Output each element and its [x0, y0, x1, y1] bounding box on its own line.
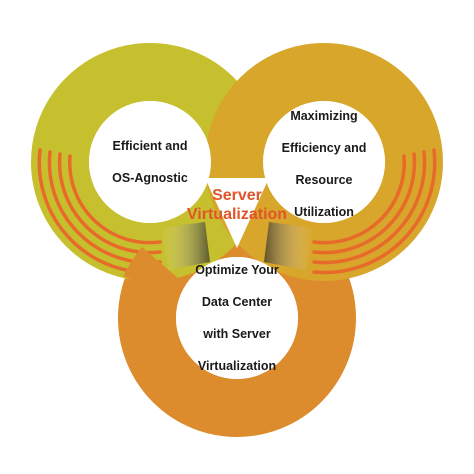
node-left-line2: OS-Agnostic	[112, 171, 188, 185]
node-left-disc	[89, 101, 211, 223]
node-bottom-label: Optimize Your Data Center with Server Vi…	[175, 246, 299, 390]
node-right-line1: Maximizing	[290, 109, 358, 123]
node-left-label: Efficient and OS-Agnostic	[88, 122, 212, 202]
ring-right	[205, 43, 443, 281]
node-right-disc	[263, 101, 385, 223]
ring-bottom-overlap	[123, 247, 187, 301]
center-title-line1: Server	[212, 187, 262, 204]
center-title: Server Virtualization	[187, 186, 287, 224]
node-right-line2: Efficiency and	[281, 141, 367, 155]
node-left-line1: Efficient and	[112, 139, 188, 153]
node-bottom-line1: Optimize Your	[195, 263, 279, 277]
node-bottom-line4: Virtualization	[197, 359, 277, 373]
right-ring-stripes	[312, 148, 437, 275]
center-title-line2: Virtualization	[186, 206, 288, 223]
node-bottom-line2: Data Center	[201, 295, 273, 309]
right-ring-shadow	[264, 222, 314, 270]
node-right-label: Maximizing Efficiency and Resource Utili…	[262, 92, 386, 236]
center-area	[205, 178, 269, 248]
node-bottom-line3: with Server	[203, 327, 271, 341]
node-right-line4: Utilization	[294, 205, 354, 219]
node-bottom-disc	[176, 257, 298, 379]
left-ring-shadow	[160, 222, 210, 270]
node-right-line3: Resource	[295, 173, 353, 187]
